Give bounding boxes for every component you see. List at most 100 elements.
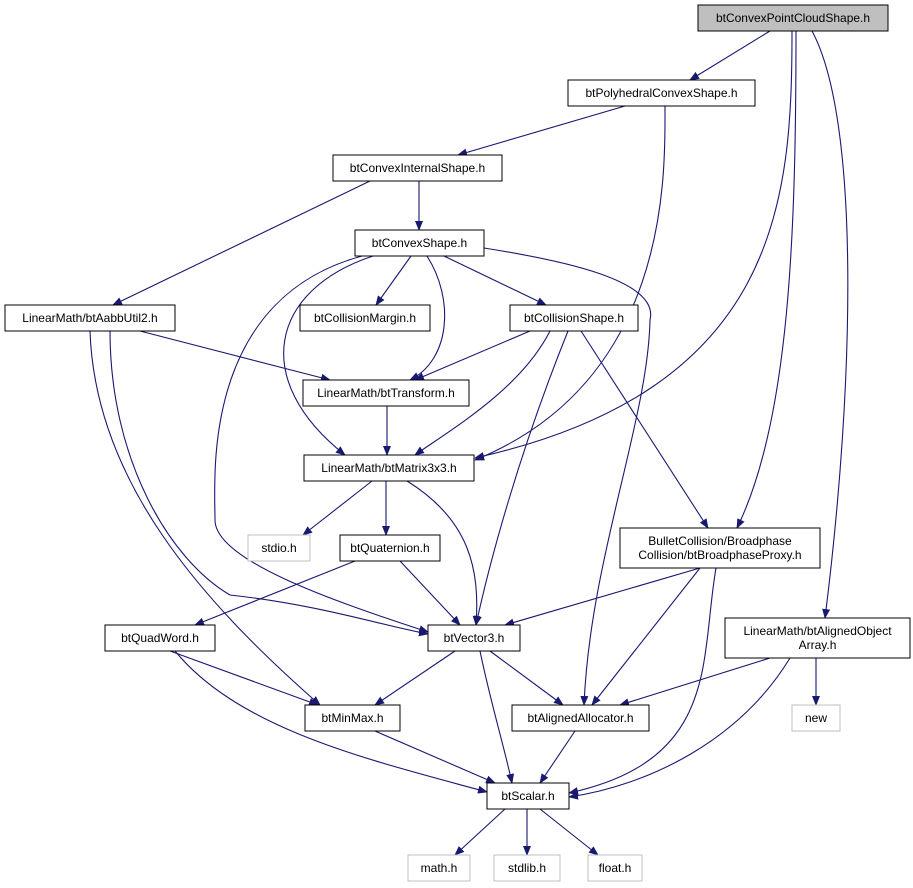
edge-convex-to-margin bbox=[375, 255, 412, 306]
node-box bbox=[304, 704, 401, 732]
edge-line bbox=[399, 560, 461, 626]
node-box bbox=[4, 304, 176, 332]
node-label: btPolyhedralConvexShape.h bbox=[585, 86, 737, 100]
node-label: btVector3.h bbox=[444, 631, 505, 645]
edge-quadword-to-scalar bbox=[174, 650, 488, 794]
edge-line bbox=[473, 330, 569, 626]
node-convex[interactable]: btConvexShape.h bbox=[354, 229, 485, 257]
edge-line bbox=[457, 105, 626, 157]
node-label: new bbox=[805, 711, 827, 725]
edge-quadword-to-minmax bbox=[169, 650, 319, 706]
node-scalar[interactable]: btScalar.h bbox=[486, 782, 570, 810]
edge-line bbox=[139, 330, 331, 382]
node-box bbox=[587, 854, 643, 882]
edge-root-to-aligned_array bbox=[811, 30, 849, 619]
edge-quat-to-vector bbox=[399, 560, 461, 626]
edge-line bbox=[568, 657, 791, 800]
edge-proxy-to-allocator bbox=[591, 567, 701, 706]
node-matrix[interactable]: LinearMath/btMatrix3x3.h bbox=[303, 454, 475, 482]
edge-line bbox=[414, 330, 531, 381]
node-box bbox=[511, 704, 650, 732]
edge-line bbox=[483, 247, 652, 706]
edge-convex-to-matrix bbox=[283, 255, 374, 456]
node-quat[interactable]: btQuaternion.h bbox=[339, 534, 441, 562]
edge-line bbox=[580, 330, 709, 529]
edge-line bbox=[174, 650, 488, 794]
node-collision[interactable]: btCollisionShape.h bbox=[509, 304, 639, 332]
edge-poly-to-matrix bbox=[474, 105, 666, 461]
node-box bbox=[619, 527, 821, 569]
node-root[interactable]: btConvexPointCloudShape.h bbox=[697, 4, 889, 32]
node-label: btAlignedAllocator.h bbox=[527, 711, 633, 725]
node-label: btQuadWord.h bbox=[121, 631, 199, 645]
edge-line bbox=[214, 255, 429, 634]
edge-vector-to-scalar bbox=[479, 650, 515, 784]
edge-line bbox=[112, 180, 371, 306]
edge-vector-to-minmax bbox=[374, 650, 456, 706]
edge-line bbox=[591, 567, 701, 706]
edge-line bbox=[811, 30, 849, 619]
edge-line bbox=[689, 30, 771, 81]
node-proxy[interactable]: BulletCollision/BroadphaseCollision/btBr… bbox=[619, 527, 821, 569]
node-box bbox=[509, 304, 639, 332]
node-box bbox=[567, 79, 756, 107]
node-aabb[interactable]: LinearMath/btAabbUtil2.h bbox=[4, 304, 176, 332]
edge-line bbox=[194, 560, 356, 626]
node-label: btConvexShape.h bbox=[372, 236, 467, 250]
node-box bbox=[791, 704, 841, 732]
node-transform[interactable]: LinearMath/btTransform.h bbox=[302, 379, 470, 407]
edge-convex-to-vector bbox=[214, 255, 429, 634]
edge-line bbox=[479, 650, 515, 784]
edge-line bbox=[474, 30, 793, 460]
edge-line bbox=[169, 650, 319, 706]
edge-line bbox=[539, 730, 576, 784]
node-layer: btConvexPointCloudShape.h btPolyhedralCon… bbox=[4, 4, 911, 882]
node-box bbox=[332, 154, 503, 182]
node-label: stdlib.h bbox=[508, 861, 546, 875]
node-vector[interactable]: btVector3.h bbox=[427, 624, 521, 652]
node-box bbox=[407, 854, 471, 882]
node-label: float.h bbox=[599, 861, 632, 875]
node-poly[interactable]: btPolyhedralConvexShape.h bbox=[567, 79, 756, 107]
node-float: float.h bbox=[587, 854, 643, 882]
edge-proxy-to-scalar bbox=[568, 567, 717, 795]
node-box bbox=[354, 229, 485, 257]
node-label: math.h bbox=[421, 861, 458, 875]
edge-matrix-to-vector bbox=[406, 480, 481, 626]
edge-line bbox=[454, 808, 506, 856]
edge-line bbox=[374, 650, 456, 706]
edge-layer bbox=[89, 30, 849, 856]
edge-line bbox=[109, 330, 429, 637]
edge-line bbox=[414, 330, 551, 456]
node-label: BulletCollision/Broadphase bbox=[648, 534, 792, 548]
node-margin[interactable]: btCollisionMargin.h bbox=[299, 304, 431, 332]
node-box bbox=[427, 624, 521, 652]
edge-allocator-to-scalar bbox=[539, 730, 576, 784]
edge-line bbox=[489, 650, 564, 706]
edge-line bbox=[619, 657, 771, 707]
node-allocator[interactable]: btAlignedAllocator.h bbox=[511, 704, 650, 732]
edge-line bbox=[539, 808, 599, 856]
edge-line bbox=[283, 255, 374, 456]
edge-convex-to-transform bbox=[409, 255, 446, 381]
node-stdlib: stdlib.h bbox=[493, 854, 561, 882]
node-label: stdio.h bbox=[261, 541, 296, 555]
node-quadword[interactable]: btQuadWord.h bbox=[104, 624, 216, 652]
edge-line bbox=[375, 255, 412, 306]
edge-line bbox=[409, 255, 446, 381]
edge-proxy-to-vector bbox=[504, 567, 701, 627]
edge-line bbox=[443, 255, 547, 306]
edge-scalar-to-float bbox=[539, 808, 599, 856]
edge-convex-to-collision bbox=[443, 255, 547, 306]
node-internal[interactable]: btConvexInternalShape.h bbox=[332, 154, 503, 182]
node-minmax[interactable]: btMinMax.h bbox=[304, 704, 401, 732]
node-new: new bbox=[791, 704, 841, 732]
edge-quat-to-quadword bbox=[194, 560, 356, 626]
edge-root-to-matrix bbox=[474, 30, 793, 460]
node-label: btConvexPointCloudShape.h bbox=[716, 11, 870, 25]
node-label: btMinMax.h bbox=[321, 711, 383, 725]
edge-scalar-to-math bbox=[454, 808, 506, 856]
node-label: btQuaternion.h bbox=[350, 541, 429, 555]
